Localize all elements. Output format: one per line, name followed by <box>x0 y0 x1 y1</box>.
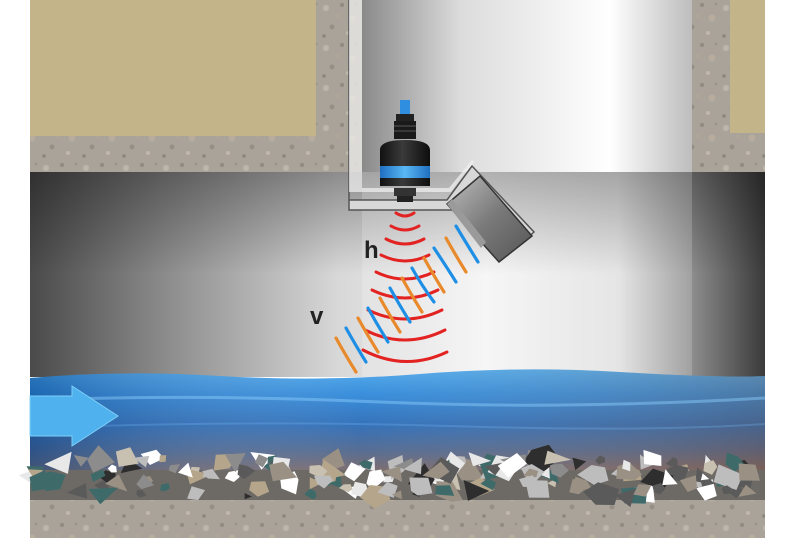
gravel-stone <box>539 467 550 479</box>
gravel-stone <box>133 455 150 468</box>
gravel-stone <box>652 483 666 495</box>
gravel-stone <box>381 466 403 482</box>
gravel-stone <box>422 461 450 480</box>
gravel-stone <box>377 481 398 498</box>
gravel-stone <box>115 447 139 467</box>
gravel-stone <box>615 488 636 508</box>
gravel-stone <box>185 468 212 485</box>
gravel-stone <box>359 459 373 470</box>
gravel-stone <box>703 460 718 475</box>
gravel-stone <box>244 493 252 500</box>
gravel-stone <box>338 484 353 493</box>
gravel-stone <box>314 475 333 489</box>
gravel-bed <box>18 444 765 509</box>
gravel-stone <box>679 475 698 492</box>
gravel-stone <box>66 483 88 499</box>
gravel-stone <box>572 476 592 491</box>
gravel-stone <box>391 490 402 500</box>
level-label: h <box>364 237 379 264</box>
gravel-stone <box>523 468 539 478</box>
gravel-stone <box>168 464 180 474</box>
gravel-stone <box>159 455 167 463</box>
gravel-stone <box>249 481 270 497</box>
gravel-stone <box>136 474 155 490</box>
gravel-stone <box>309 465 328 479</box>
gravel-stone <box>738 484 757 497</box>
gravel-stone <box>343 462 366 482</box>
gravel-stone <box>662 469 678 486</box>
soil-block-left <box>30 0 316 136</box>
gravel-stone <box>713 464 743 490</box>
gravel-stone <box>87 445 115 473</box>
flow-direction-arrow-icon <box>29 385 119 447</box>
gravel-stone <box>237 464 256 480</box>
gravel-stone <box>721 485 732 494</box>
gravel-stone <box>700 473 710 481</box>
gravel-stone <box>544 450 572 465</box>
gravel-stone <box>577 465 609 485</box>
gravel-stone <box>572 457 587 471</box>
radar-beam <box>334 224 480 374</box>
gravel-stone <box>254 454 269 468</box>
radar-velocity-sensor-icon <box>445 174 534 264</box>
gravel-stone <box>44 451 72 474</box>
gravel-stone <box>88 487 119 505</box>
gravel-stone <box>160 483 171 492</box>
gravel-stone <box>187 486 206 501</box>
gravel-stone <box>225 453 246 473</box>
gravel-stone <box>667 465 689 482</box>
gravel-stone <box>463 480 490 501</box>
gravel-stone <box>202 471 214 479</box>
gravel-stone <box>633 484 652 497</box>
gravel-stone <box>468 452 492 467</box>
gravel-stone <box>583 482 620 505</box>
soil-block-right <box>730 0 765 133</box>
gravel-stone <box>480 478 497 491</box>
gravel-stone <box>643 449 662 466</box>
gravel-stone <box>622 459 631 472</box>
gravel-stone <box>140 449 165 465</box>
gravel-stone <box>269 461 298 482</box>
gravel-stone <box>695 479 717 501</box>
gravel-stone <box>409 477 433 496</box>
ultrasonic-level-sensor-icon <box>380 100 430 202</box>
gravel-stone <box>304 488 317 500</box>
gravel-stone <box>366 469 386 490</box>
gravel-stone <box>177 462 193 478</box>
gravel-stone <box>403 457 422 475</box>
gravel-stone <box>738 463 760 481</box>
gravel-stone <box>90 469 106 482</box>
echo-waves <box>361 211 449 363</box>
gravel-stone <box>550 463 569 478</box>
gravel-stone <box>309 477 322 490</box>
gravel-stone <box>595 455 605 465</box>
concrete-floor <box>30 498 765 538</box>
gravel-stone <box>29 470 48 492</box>
gravel-stone <box>519 475 540 488</box>
gravel-stone <box>136 489 147 498</box>
gravel-stone <box>224 469 240 482</box>
velocity-label: v <box>310 303 324 330</box>
gravel-stone <box>73 455 89 467</box>
gravel-stone <box>665 457 678 467</box>
gravel-stone <box>107 464 117 473</box>
gravel-stone <box>704 454 711 464</box>
gravel-stone <box>435 485 455 496</box>
gravel-stone <box>105 474 128 492</box>
gravel-stone <box>497 453 527 478</box>
